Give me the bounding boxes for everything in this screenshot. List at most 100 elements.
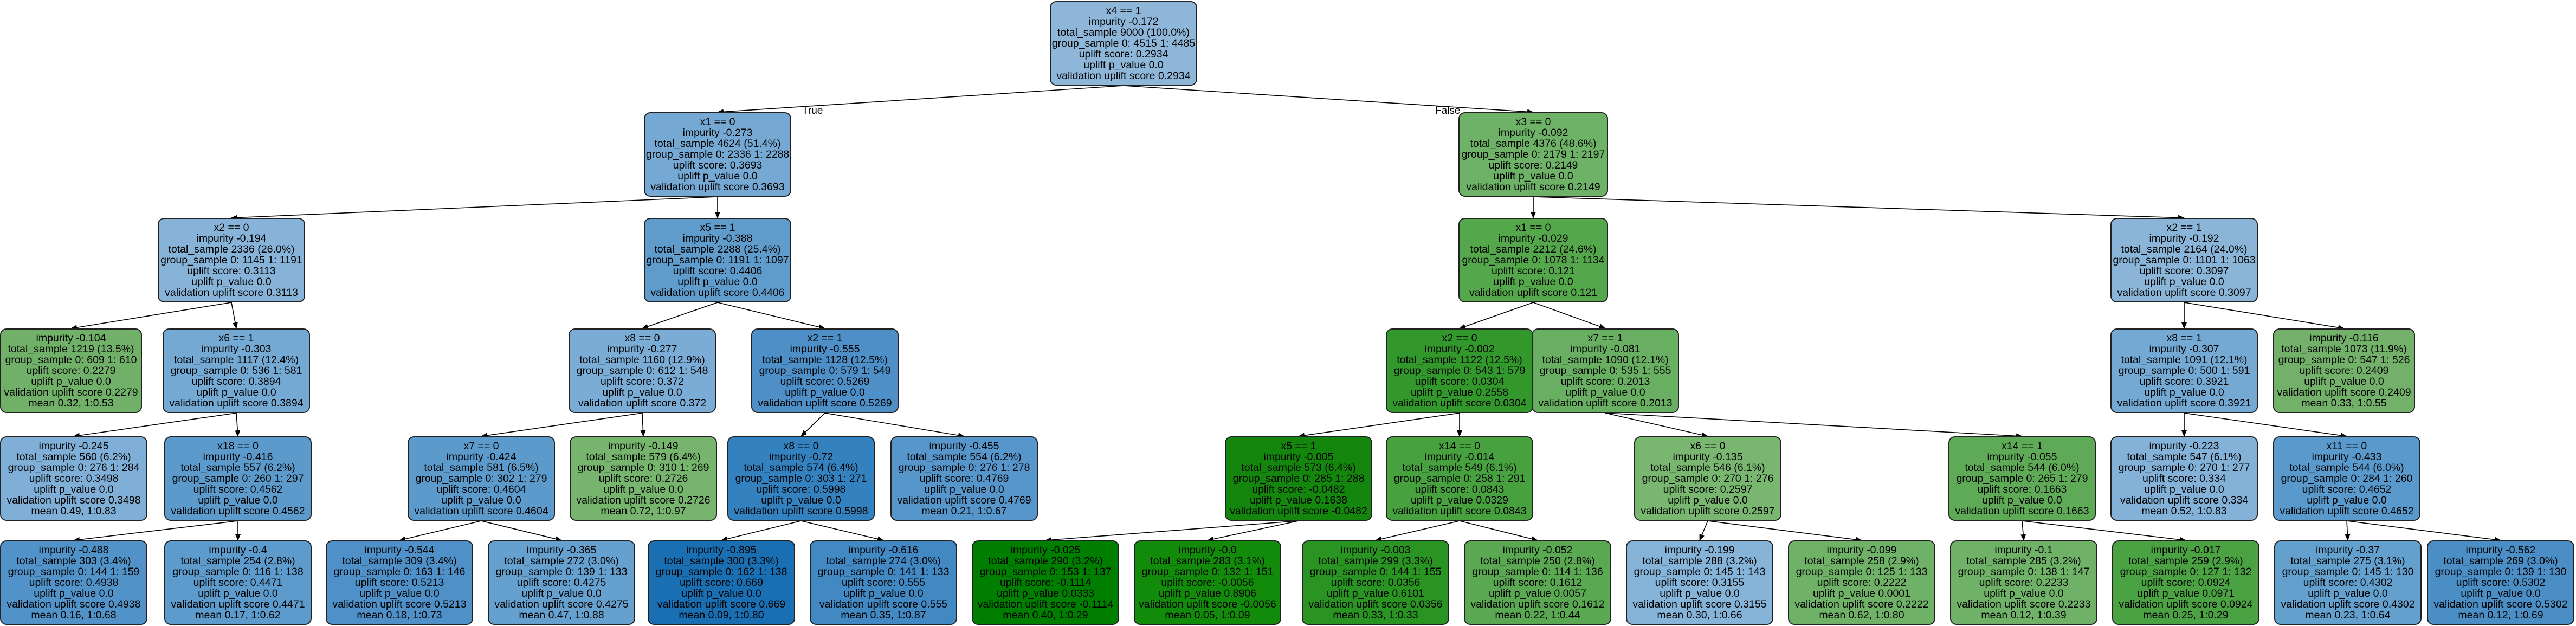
node-text-line: uplift p_value 0.0 <box>602 386 682 398</box>
node-text-line: group_sample 0: 1145 1: 1191 <box>160 254 302 266</box>
node-text-line: mean 0.09, 1:0.80 <box>679 609 764 621</box>
node-text-line: group_sample 0: 1191 1: 1097 <box>646 254 789 266</box>
node-text-line: uplift score: 0.3498 <box>29 473 119 485</box>
node-text-line: uplift score: 0.0843 <box>1415 483 1505 495</box>
node-text-line: x6 == 1 <box>218 332 254 344</box>
node-text-line: total_sample 574 (6.4%) <box>744 462 858 474</box>
node-text-line: impurity -0.172 <box>1088 16 1159 28</box>
node-text-line: validation uplift score 0.2222 <box>1794 598 1929 610</box>
node-text-line: uplift p_value 0.0 <box>521 588 602 599</box>
node-text-line: validation uplift score 0.4275 <box>494 598 629 610</box>
node-text-line: uplift p_value 0.0 <box>191 276 272 288</box>
node-text-line: group_sample 0: 141 1: 133 <box>817 566 950 578</box>
node-text-line: total_sample 250 (2.8%) <box>1480 555 1595 567</box>
node-text-line: x5 == 1 <box>700 222 735 234</box>
node-text-line: uplift score: 0.4562 <box>193 483 283 495</box>
node-text-line: uplift p_value 0.0 <box>677 276 758 288</box>
node-text-line: impurity -0.424 <box>446 451 517 463</box>
node-text-line: x14 == 1 <box>2002 440 2043 452</box>
node-text-line: total_sample 290 (3.2%) <box>988 555 1103 567</box>
node-text-line: uplift p_value 0.0 <box>34 588 114 599</box>
node-text-line: impurity -0.025 <box>1010 544 1081 556</box>
tree-edge-l12-m15 <box>2345 520 2351 541</box>
node-text-line: uplift score: 0.0304 <box>1415 376 1505 388</box>
node-text-line: mean 0.30, 1:0.66 <box>1657 609 1742 621</box>
node-text-line: group_sample 0: 2179 1: 2197 <box>1461 149 1605 160</box>
node-text-line: uplift p_value 0.0 <box>2308 588 2388 599</box>
node-text-line: group_sample 0: 145 1: 130 <box>2282 566 2414 578</box>
node-text-line: impurity -0.388 <box>682 233 753 244</box>
node-text-line: validation uplift score -0.1114 <box>977 598 1114 610</box>
node-text-line: validation uplift score 0.5302 <box>2433 598 2568 610</box>
node-text-line: uplift score: -0.1114 <box>999 577 1092 589</box>
tree-edge-LR-LRa <box>642 302 718 330</box>
node-text-line: group_sample 0: 270 1: 276 <box>1642 473 1774 485</box>
node-text-line: total_sample 554 (6.2%) <box>907 451 1022 463</box>
node-text-line: validation uplift score 0.0304 <box>1392 397 1527 409</box>
node-text-line: total_sample 557 (6.2%) <box>180 462 295 474</box>
node-text-line: total_sample 1122 (12.5%) <box>1397 354 1522 366</box>
node-text-line: total_sample 9000 (100.0%) <box>1057 27 1190 38</box>
node-text-line: validation uplift score 0.3113 <box>165 287 298 299</box>
node-text-line: impurity -0.544 <box>364 544 435 556</box>
node-text-line: x7 == 1 <box>1587 332 1623 344</box>
node-text-line: mean 0.16, 1:0.68 <box>31 609 117 621</box>
node-text-line: mean 0.33, 1:0.55 <box>2301 397 2387 409</box>
node-text-line: uplift score: 0.5302 <box>2456 577 2546 589</box>
node-text-line: validation uplift score 0.4562 <box>171 505 305 517</box>
node-text-line: total_sample 1160 (12.9%) <box>579 354 705 366</box>
node-text-line: uplift score: 0.2149 <box>1488 159 1578 171</box>
node-text-line: group_sample 0: 543 1: 579 <box>1393 365 1526 377</box>
node-text-line: validation uplift score 0.5998 <box>734 505 868 517</box>
tree-edge-l2-m1 <box>73 520 238 543</box>
node-text-line: uplift p_value 0.0 <box>843 588 924 599</box>
node-text-line: group_sample 0: 276 1: 278 <box>898 462 1030 474</box>
tree-edge-l8-m9 <box>1375 520 1460 542</box>
tree-edge-l8-m10 <box>1459 520 1538 542</box>
node-text-line: uplift score: 0.4302 <box>2303 577 2393 589</box>
node-text-line: total_sample 259 (2.9%) <box>2128 555 2243 567</box>
tree-edge-l5-m6 <box>800 520 884 542</box>
node-text-line: total_sample 1219 (13.5%) <box>8 343 134 355</box>
node-text-line: uplift p_value 0.0 <box>2304 376 2384 388</box>
node-text-line: impurity -0.223 <box>2149 440 2219 452</box>
node-text-line: group_sample 0: 276 1: 284 <box>8 462 140 474</box>
node-text-line: x2 == 1 <box>2166 222 2202 234</box>
node-text-line: mean 0.72, 1:0.97 <box>601 505 686 517</box>
node-text-line: impurity -0.562 <box>2465 544 2536 556</box>
node-text-line: group_sample 0: 125 1: 133 <box>1796 566 1928 578</box>
node-text-line: impurity -0.014 <box>1424 451 1495 463</box>
node-text-line: group_sample 0: 258 1: 291 <box>1393 473 1526 485</box>
tree-edge-l3-m3 <box>399 520 482 542</box>
tree-edge-LL-LLb <box>231 302 238 329</box>
node-text-line: total_sample 309 (3.4%) <box>342 555 457 567</box>
node-text-line: uplift score: 0.2726 <box>598 473 688 485</box>
node-text-line: total_sample 1117 (12.4%) <box>173 354 299 366</box>
node-text-line: validation uplift score 0.2409 <box>2277 386 2411 398</box>
node-text-line: total_sample 581 (6.5%) <box>424 462 539 474</box>
node-text-line: uplift p_value 0.0 <box>2144 386 2224 398</box>
node-text-line: total_sample 272 (3.0%) <box>504 555 619 567</box>
node-text-line: uplift score: 0.2013 <box>1560 376 1650 388</box>
node-text-line: impurity -0.616 <box>848 544 919 556</box>
node-text-line: x14 == 0 <box>1439 440 1480 452</box>
node-text-line: mean 0.35, 1:0.87 <box>841 609 926 621</box>
node-text-line: group_sample 0: 1078 1: 1134 <box>1462 254 1605 266</box>
node-text-line: total_sample 1128 (12.5%) <box>762 354 888 366</box>
node-text-line: validation uplift score 0.2233 <box>1957 598 2091 610</box>
node-text-line: uplift score: 0.4275 <box>517 577 606 589</box>
